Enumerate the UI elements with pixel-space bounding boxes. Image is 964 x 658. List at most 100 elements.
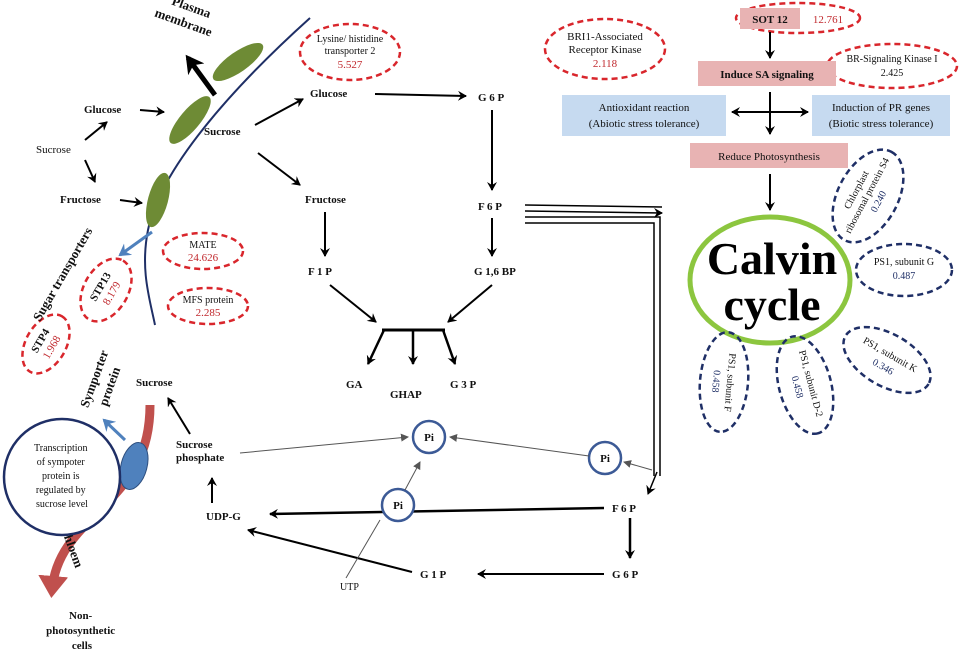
reduce-photosynthesis-label: Reduce Photosynthesis	[718, 151, 820, 163]
pi-middle: Pi	[380, 487, 416, 523]
symporter-protein-label: Symporterprotein	[77, 348, 128, 415]
membrane-transporter-2	[169, 96, 211, 144]
left-sucrose: Sucrose	[36, 144, 71, 156]
pathway-sucrose: Sucrose	[204, 126, 241, 138]
arrow-f1p-merge	[329, 284, 377, 323]
svg-text:Pi: Pi	[424, 432, 434, 444]
pathway-f1p: F 1 P	[308, 266, 332, 278]
pathway-sucrose-low: Sucrose	[136, 377, 173, 389]
svg-text:Pi: Pi	[393, 500, 403, 512]
induce-sa-label: Induce SA signaling	[720, 69, 814, 81]
arrow-g1p-udpg	[247, 527, 413, 573]
gene-stp13: STP13 8.179	[79, 257, 133, 323]
arrow-g16bp-merge	[447, 284, 493, 323]
svg-text:2.425: 2.425	[881, 68, 904, 79]
pathway-g6p-low: G 6 P	[612, 569, 639, 581]
pathway-ghap: GHAP	[390, 389, 422, 401]
svg-text:MFS protein: MFS protein	[183, 295, 234, 306]
gene-sot12: SOT 12 12.761	[734, 1, 862, 35]
antioxidant-box	[562, 95, 726, 136]
gene-ps1-subunit-f: PS1, subunit F 0.458	[698, 330, 750, 434]
arrow-sp-pi	[239, 433, 409, 454]
pathway-utp: UTP	[340, 582, 359, 593]
plasma-membrane-label: Plasma membrane	[153, 0, 220, 40]
pathway-f6p-top: F 6 P	[478, 201, 502, 213]
reduce-photosynthesis-box	[690, 143, 848, 168]
gene-ps1-subunit-d2: PS1, subunit D-2 0.458	[775, 334, 835, 436]
calvin-cycle-ring	[687, 214, 853, 346]
double-line-f6p-calvin-2	[524, 207, 663, 218]
non-photosynthetic-cells-label: Non- photosynthetic cells	[46, 610, 118, 652]
pathway-ga: GA	[346, 379, 363, 391]
gene-ps1-subunit-g: PS1, subunit G 0.487	[854, 242, 954, 298]
pr-genes-box	[812, 95, 950, 136]
svg-text:PS1, subunit G: PS1, subunit G	[874, 257, 934, 268]
arrow-down-f6p	[646, 471, 658, 495]
left-glucose: Glucose	[84, 104, 121, 116]
arrow-fructose-membrane	[119, 196, 143, 207]
arrow-merge-g3p	[441, 329, 458, 365]
pi-top: Pi	[411, 419, 447, 455]
svg-text:0.458: 0.458	[789, 375, 805, 400]
svg-text:5.527: 5.527	[338, 59, 363, 71]
sugar-transporter-arrow	[118, 230, 153, 257]
left-fructose: Fructose	[60, 194, 101, 206]
pr-genes-label: Induction of PR genes(Biotic stress tole…	[829, 102, 934, 130]
sympoter-regulation-note: Transcription of sympoter protein is reg…	[2, 417, 122, 537]
gene-br-signaling-kinase: BR-Signaling Kinase I 2.425	[825, 42, 959, 90]
arrow-utp-pi	[345, 519, 381, 579]
pathway-g3p: G 3 P	[450, 379, 477, 391]
pathway-f6p-low: F 6 P	[612, 503, 636, 515]
svg-text:24.626: 24.626	[188, 252, 219, 264]
membrane-transporter-3	[145, 172, 171, 228]
gene-ps1-subunit-k: PS1, subunit K 0.346	[842, 325, 932, 395]
svg-text:PS1, subunit F: PS1, subunit F	[721, 353, 737, 413]
arrow-sucrose-glucose	[84, 121, 108, 141]
arrow-symporter	[102, 418, 127, 442]
arrow-f6p-udpg	[269, 506, 605, 519]
arrow-pi-right-pi-top	[449, 433, 590, 457]
svg-text:2.285: 2.285	[196, 307, 221, 319]
arrow-pi-mid-pi-top	[404, 461, 421, 491]
svg-text:0.487: 0.487	[893, 271, 916, 282]
pathway-glucose: Glucose	[310, 88, 347, 100]
svg-text:Transcription of sympote: Transcription of sympoter protein is reg…	[34, 443, 90, 510]
plasma-membrane-arrow	[185, 54, 218, 97]
pathway-udpg: UDP-G	[206, 511, 241, 523]
svg-text:BR-Signaling Kinase I: BR-Signaling Kinase I	[846, 54, 937, 65]
arrow-sucrose-glucose-center	[254, 98, 304, 126]
svg-text:12.761: 12.761	[813, 14, 843, 26]
svg-text:0.458: 0.458	[709, 370, 722, 393]
pathway-g16bp: G 1,6 BP	[474, 266, 516, 278]
antioxidant-label: Antioxidant reaction(Abiotic stress tole…	[589, 102, 700, 130]
arrow-sucrose-phosphate-sucrose	[167, 397, 191, 435]
symporter-protein-shape	[119, 442, 149, 490]
induce-sa-box	[698, 61, 836, 86]
pathway-g1p: G 1 P	[420, 569, 447, 581]
arrow-glucose-membrane	[139, 106, 165, 117]
gene-mfs-protein: MFS protein 2.285	[166, 286, 250, 326]
arrow-merge-ga	[366, 329, 386, 365]
arrow-sucrose-fructose	[84, 159, 97, 183]
pathway-fructose: Fructose	[305, 194, 346, 206]
gene-mate: MATE 24.626	[161, 231, 245, 271]
svg-text:SOT 12: SOT 12	[752, 14, 788, 26]
svg-text:Pi: Pi	[600, 453, 610, 465]
arrow-sucrose-fructose-center	[257, 152, 301, 186]
double-line-down-2	[525, 222, 655, 476]
svg-text:MATE: MATE	[189, 240, 216, 251]
arrow-glucose-g6p	[374, 90, 467, 101]
svg-text:2.118: 2.118	[593, 58, 618, 70]
double-line-f6p-calvin	[524, 204, 663, 208]
pathway-g6p-top: G 6 P	[478, 92, 505, 104]
pi-right: Pi	[587, 440, 623, 476]
sugar-transporters-label: Sugar transporters	[30, 225, 96, 324]
double-line-down-1	[525, 216, 661, 476]
